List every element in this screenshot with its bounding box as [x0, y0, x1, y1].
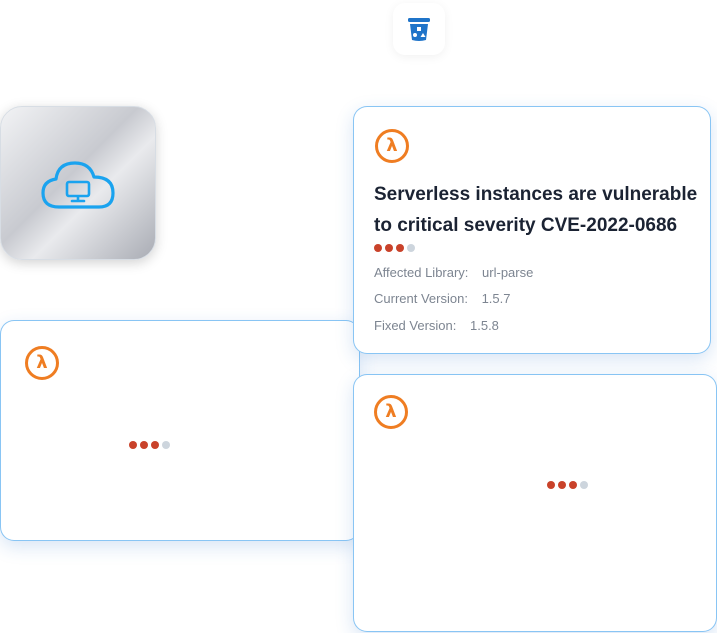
- severity-dot: [407, 244, 415, 252]
- severity-dot: [385, 244, 393, 252]
- affected-library-row: Affected Library: url-parse: [374, 265, 533, 280]
- vulnerability-title: Serverless instances are vulnerable to c…: [374, 184, 698, 236]
- bucket-tile: [393, 3, 445, 55]
- main-vulnerability-card[interactable]: λ Serverless instances are vulnerable to…: [353, 106, 711, 354]
- severity-dot: [580, 481, 588, 489]
- severity-dot: [569, 481, 577, 489]
- cloud-tile: [0, 106, 156, 260]
- bucket-icon: [408, 18, 430, 41]
- fixed-version-row: Fixed Version: 1.5.8: [374, 318, 499, 333]
- left-vulnerability-card[interactable]: λ: [0, 320, 360, 541]
- cloud-monitor-icon: [41, 161, 115, 209]
- severity-dot: [140, 441, 148, 449]
- severity-dot: [129, 441, 137, 449]
- current-version-label: Current Version:: [374, 291, 468, 306]
- severity-dots: [547, 481, 588, 489]
- severity-dot: [547, 481, 555, 489]
- lambda-icon: λ: [374, 395, 408, 429]
- severity-dot: [151, 441, 159, 449]
- severity-dot: [162, 441, 170, 449]
- lambda-icon: λ: [25, 346, 59, 380]
- fixed-version-value: 1.5.8: [470, 318, 499, 333]
- current-version-row: Current Version: 1.5.7: [374, 291, 510, 306]
- severity-dots: [129, 441, 170, 449]
- affected-library-label: Affected Library:: [374, 265, 469, 280]
- current-version-value: 1.5.7: [481, 291, 511, 306]
- severity-dot: [558, 481, 566, 489]
- severity-dots: [374, 244, 415, 252]
- affected-library-value: url-parse: [482, 265, 534, 280]
- fixed-version-label: Fixed Version:: [374, 318, 457, 333]
- severity-dot: [396, 244, 404, 252]
- bottom-vulnerability-card[interactable]: λ: [353, 374, 717, 632]
- severity-dot: [374, 244, 382, 252]
- lambda-icon: λ: [375, 129, 409, 163]
